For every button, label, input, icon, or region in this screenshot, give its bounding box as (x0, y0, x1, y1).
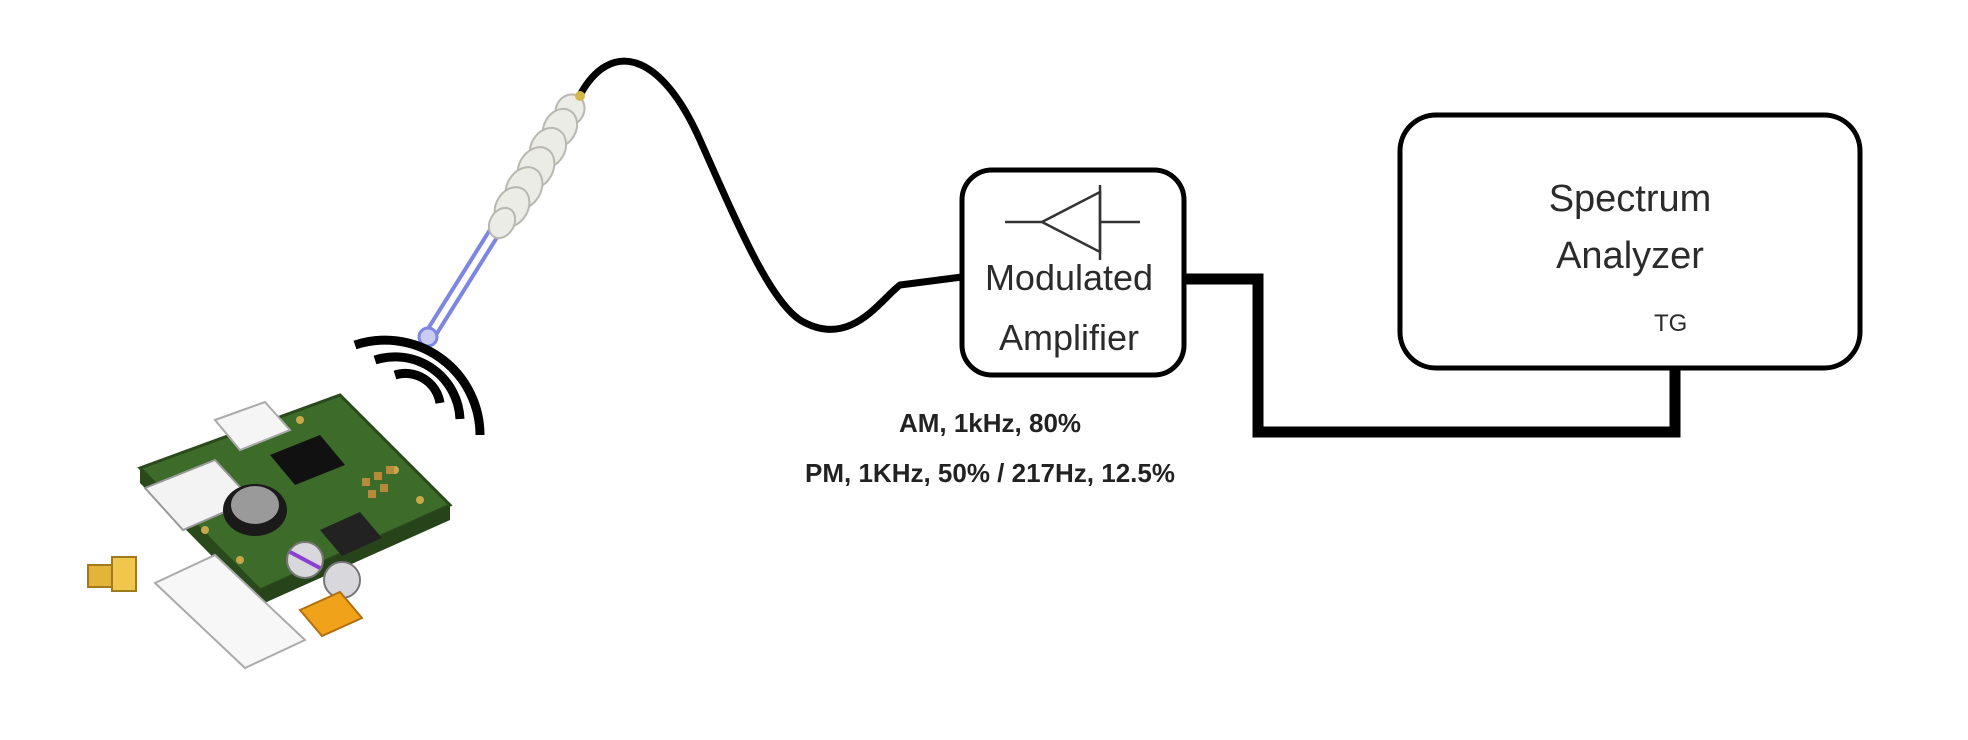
modulation-am-settings: AM, 1kHz, 80% (898, 408, 1082, 438)
field-probe-icon (417, 91, 586, 348)
amplifier-label-line2: Amplifier (998, 317, 1140, 358)
spectrum-analyzer-box (1397, 112, 1863, 371)
probe-cable (576, 57, 966, 333)
radiation-waves-icon (353, 335, 485, 436)
analyzer-label-line1: Spectrum (1548, 178, 1712, 220)
modulation-pm-settings: PM, 1KHz, 50% / 217Hz, 12.5% (805, 458, 1175, 488)
tg-port-label: TG (1654, 310, 1688, 337)
amplifier-label-line1: Modulated (984, 257, 1154, 298)
amplifier-symbol-icon (1005, 185, 1140, 260)
circuit-board-device-icon (87, 393, 453, 670)
analyzer-label-line2: Analyzer (1556, 235, 1704, 277)
output-cable (1180, 273, 1681, 438)
